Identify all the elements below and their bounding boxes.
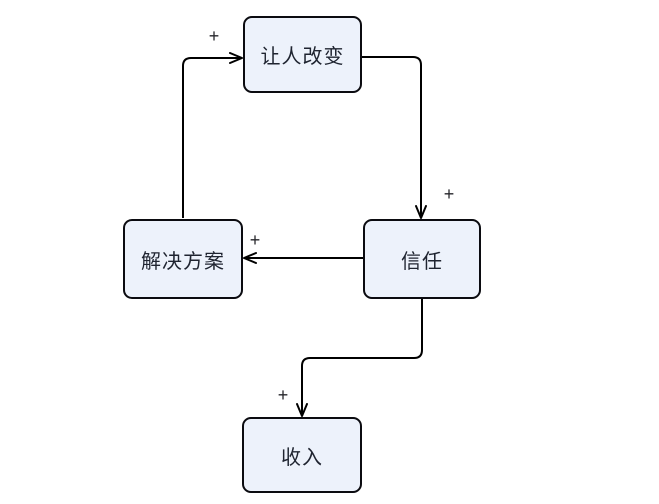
node-solution[interactable]: 解决方案: [123, 219, 243, 299]
edge-change-to-trust: [362, 56, 427, 219]
edge-trust-to-income: [296, 299, 423, 417]
node-label: 收入: [281, 446, 323, 469]
edge-sign-trust-to-solution: +: [249, 230, 261, 250]
node-label: 让人改变: [260, 46, 345, 68]
edge-sign-change-to-trust: +: [443, 184, 455, 204]
node-income[interactable]: 收入: [242, 417, 362, 493]
edge-sign-trust-to-income: +: [277, 385, 289, 405]
node-trust[interactable]: 信任: [363, 219, 481, 299]
edge-solution-to-change: [182, 52, 243, 218]
node-label: 信任: [401, 250, 443, 273]
node-make-people-change[interactable]: 让人改变: [243, 16, 362, 93]
edge-sign-solution-to-change: +: [208, 26, 220, 46]
node-label: 解决方案: [141, 250, 225, 273]
